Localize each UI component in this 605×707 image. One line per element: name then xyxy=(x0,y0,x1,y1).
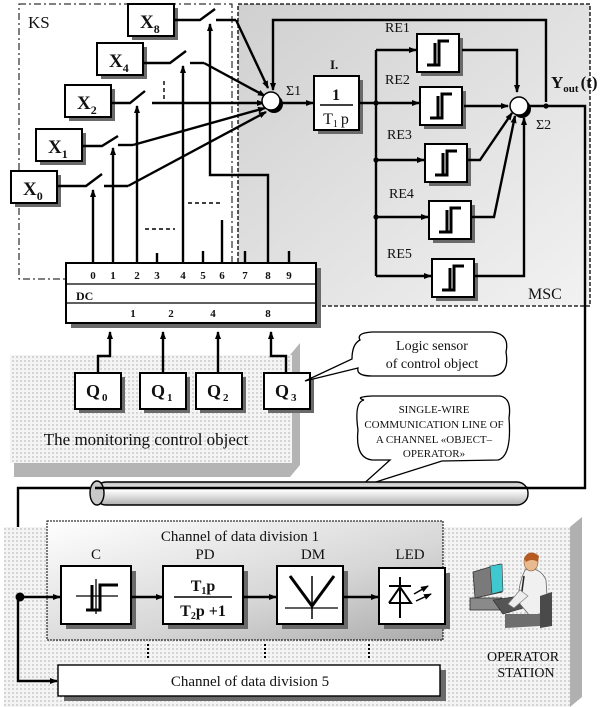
svg-text:Q0: Q0 xyxy=(86,381,108,404)
differentiator-block: PD T1p T2p +1 xyxy=(162,547,248,629)
operator-station-icon xyxy=(469,552,552,628)
ks-label: KS xyxy=(28,13,50,32)
svg-text:C: C xyxy=(91,547,101,563)
output-label: Yout(t) xyxy=(551,73,598,95)
channel-5-title: Channel of data division 5 xyxy=(171,674,329,690)
relay-label: RE2 xyxy=(385,73,410,88)
svg-text:T2p +1: T2p +1 xyxy=(180,603,226,622)
svg-text:Q2: Q2 xyxy=(207,381,229,404)
svg-text:X2: X2 xyxy=(77,93,97,117)
svg-text:OPERATOR»: OPERATOR» xyxy=(403,448,465,460)
decoder-input-labels: 1 2 4 8 xyxy=(130,308,271,320)
svg-text:Q1: Q1 xyxy=(151,381,173,404)
svg-text:Σ2: Σ2 xyxy=(536,118,551,133)
summator-2: Σ2 xyxy=(462,48,551,278)
svg-text:X8: X8 xyxy=(140,12,160,36)
msc-label: MSC xyxy=(528,286,562,303)
decoder-output-labels: 0 1 2 3 4 5 6 7 8 9 xyxy=(90,270,292,282)
svg-text:T1p: T1p xyxy=(323,111,349,130)
relay-4: RE4 xyxy=(389,187,475,243)
decoder-output-label: 9 xyxy=(286,270,292,282)
decoder-input-label: 2 xyxy=(168,308,174,320)
input-x1: X1 xyxy=(35,128,86,165)
svg-text:A CHANNEL «OBJECT–: A CHANNEL «OBJECT– xyxy=(376,434,493,446)
svg-text:PD: PD xyxy=(195,547,214,563)
svg-text:Σ1: Σ1 xyxy=(286,84,301,99)
svg-text:X1: X1 xyxy=(48,137,68,161)
relay-1: RE1 xyxy=(385,21,463,76)
operator-station-label-1: OPERATOR xyxy=(487,650,560,665)
svg-text:SINGLE-WIRE: SINGLE-WIRE xyxy=(399,404,470,416)
decoder-output-label: 0 xyxy=(90,270,96,282)
channel-ellipsis xyxy=(147,644,370,660)
decoder-control-lines xyxy=(90,23,291,262)
input-x2: X2 xyxy=(64,84,115,121)
svg-text:1: 1 xyxy=(332,87,340,104)
decoder-dc: DC 0 1 2 3 4 5 6 7 8 9 1 2 4 8 xyxy=(65,262,321,328)
input-x0: X0 xyxy=(10,170,61,207)
object-label: The monitoring control object xyxy=(44,430,249,449)
communication-line-tube xyxy=(16,480,529,597)
demodulator-block: DM xyxy=(276,547,348,629)
decoder-output-label: 3 xyxy=(154,270,160,282)
decoder-output-label: 5 xyxy=(200,270,206,282)
summator-1: Σ1 xyxy=(261,84,301,113)
decoder-output-label: 4 xyxy=(180,270,186,282)
relay-2: RE2 xyxy=(385,73,466,129)
communication-line-callout: SINGLE-WIRE COMMUNICATION LINE OF A CHAN… xyxy=(356,395,511,488)
relay-label: RE4 xyxy=(389,187,414,202)
decoder-output-label: 7 xyxy=(242,270,248,282)
decoder-input-label: 1 xyxy=(130,308,136,320)
feedback-line xyxy=(270,18,548,102)
svg-text:of control object: of control object xyxy=(386,357,479,372)
svg-text:COMMUNICATION LINE OF: COMMUNICATION LINE OF xyxy=(364,419,503,431)
svg-text:T1p: T1p xyxy=(191,578,216,597)
led-block: LED xyxy=(378,547,450,629)
svg-text:LED: LED xyxy=(395,547,424,563)
operator-station-label-2: STATION xyxy=(497,666,554,681)
relay-bus xyxy=(359,47,432,279)
relay-3: RE3 xyxy=(387,128,471,186)
line-to-channel-5 xyxy=(16,597,58,684)
decoder-input-label: 4 xyxy=(210,308,216,320)
decoder-output-label: 8 xyxy=(265,270,271,282)
relay-label: RE5 xyxy=(387,247,412,262)
sensor-wires xyxy=(96,331,288,372)
input-switches xyxy=(57,8,270,188)
decoder-output-label: 2 xyxy=(134,270,140,282)
input-x8: X8 xyxy=(127,3,178,40)
svg-text:X0: X0 xyxy=(23,179,43,203)
relay-label: RE3 xyxy=(387,128,412,143)
comparator-block: C xyxy=(60,547,136,629)
logic-sensor-callout: Logic sensor of control object xyxy=(304,331,508,382)
input-x4: X4 xyxy=(96,42,147,79)
relay-5: RE5 xyxy=(387,247,478,301)
decoder-output-label: 1 xyxy=(110,270,116,282)
svg-text:DC: DC xyxy=(76,289,93,303)
svg-text:DM: DM xyxy=(301,547,325,563)
svg-text:Logic sensor: Logic sensor xyxy=(396,339,468,354)
channel-1-title: Channel of data division 1 xyxy=(161,529,319,545)
svg-text:I.: I. xyxy=(330,57,338,72)
decoder-input-label: 8 xyxy=(265,308,271,320)
channel-5: Channel of data division 5 xyxy=(57,664,446,701)
decoder-output-label: 6 xyxy=(219,270,225,282)
svg-text:Q3: Q3 xyxy=(275,381,297,404)
relay-label: RE1 xyxy=(385,21,410,36)
svg-text:X4: X4 xyxy=(109,51,129,75)
msc-region xyxy=(237,3,591,307)
